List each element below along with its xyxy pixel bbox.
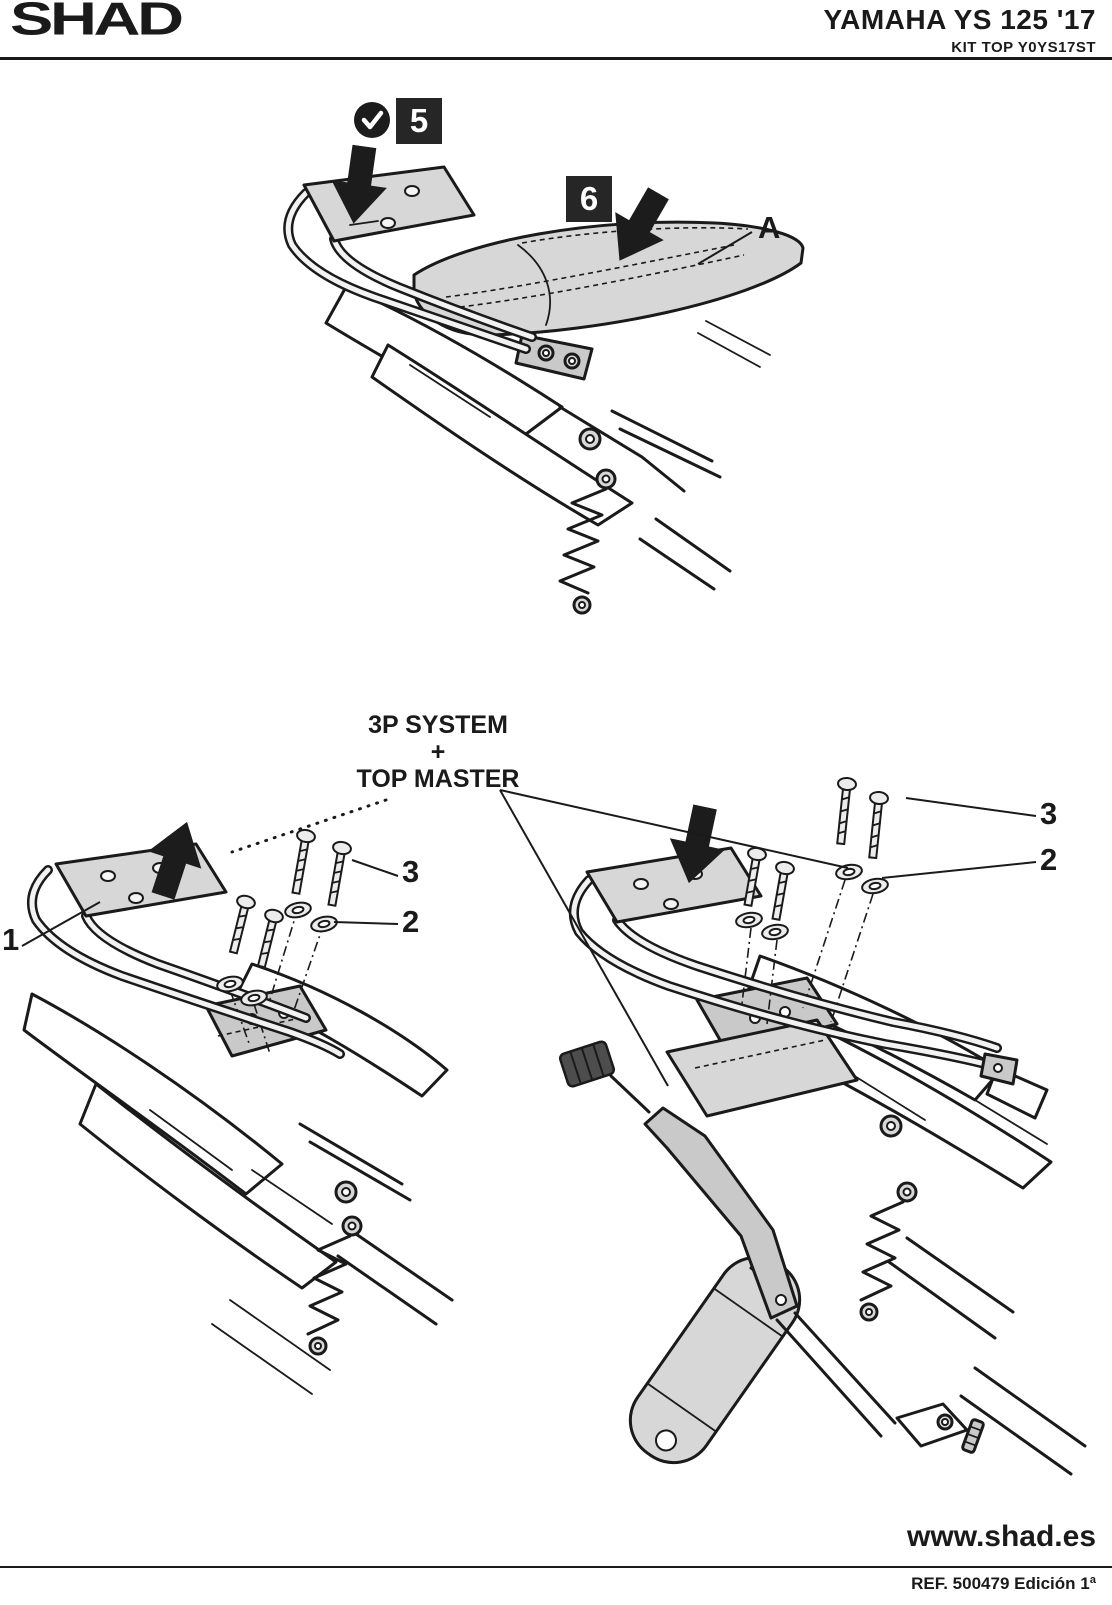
- page-title: YAMAHA YS 125 '17: [823, 4, 1096, 35]
- step-6-badge: 6: [566, 176, 612, 222]
- arrow-up-icon: [135, 813, 214, 905]
- label-part-3-right: 3: [1040, 796, 1058, 831]
- step-illustration: [260, 95, 820, 655]
- motorcycle-rear-illustration: [283, 165, 805, 615]
- label-part-a: A: [758, 210, 781, 245]
- rack-install-left-illustration: [0, 778, 480, 1403]
- label-part-2-right: 2: [1040, 842, 1058, 877]
- step-5-badge: 5: [396, 98, 442, 144]
- label-part-2-left: 2: [402, 904, 420, 939]
- shad-logo: SHAD: [10, 0, 184, 45]
- header-divider: [0, 57, 1112, 60]
- arrow-down-icon: [594, 179, 683, 276]
- system-label-line2: +: [430, 738, 446, 766]
- arrow-down-icon: [325, 142, 393, 227]
- system-label-line3: TOP MASTER: [356, 765, 520, 793]
- header: YAMAHA YS 125 '17 KIT TOP Y0YS17ST: [824, 4, 1096, 56]
- website-link: www.shad.es: [907, 1520, 1096, 1553]
- rack-install-right-illustration: [545, 768, 1112, 1530]
- system-label-line1: 3P SYSTEM: [368, 711, 508, 739]
- kit-code: KIT TOP Y0YS17ST: [951, 39, 1096, 56]
- label-part-1: 1: [2, 922, 20, 957]
- check-icon: [352, 100, 392, 140]
- footer-divider: [0, 1566, 1112, 1568]
- system-label: 3P SYSTEM + TOP MASTER: [288, 712, 588, 793]
- label-part-3-left: 3: [402, 854, 420, 889]
- reference-number: REF. 500479 Edición 1ª: [911, 1574, 1096, 1593]
